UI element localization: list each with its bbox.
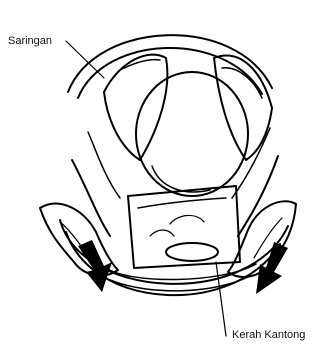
outer-housing-ring bbox=[68, 35, 272, 92]
saringan-leader bbox=[66, 41, 104, 78]
saringan-label: Saringan bbox=[8, 36, 52, 47]
collar-hole bbox=[166, 243, 218, 261]
left-arrow bbox=[78, 240, 112, 292]
left-hand bbox=[40, 204, 118, 276]
right-wall bbox=[238, 156, 278, 236]
kerah-kantong-label: Kerah Kantong bbox=[232, 330, 305, 341]
right-arrow bbox=[256, 242, 288, 294]
kerah-kantong-leader bbox=[216, 262, 226, 336]
